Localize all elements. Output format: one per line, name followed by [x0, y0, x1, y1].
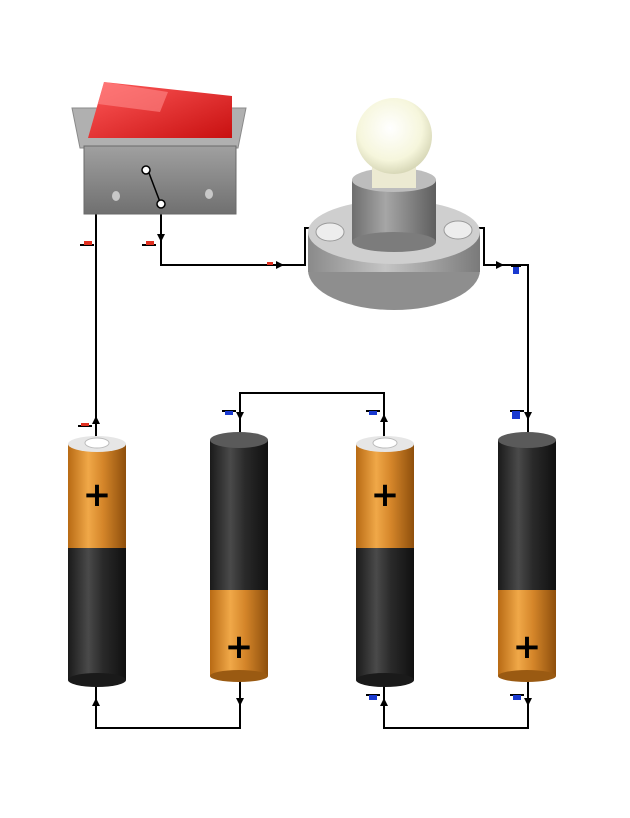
wire-lamp-to-battery4: [474, 227, 529, 440]
battery-4: +: [498, 432, 556, 682]
switch-screw-right: [205, 189, 213, 199]
electron-icon: [142, 241, 156, 246]
battery-bottom-half: [498, 590, 556, 676]
arrow-icon: [496, 261, 504, 269]
plus-sign: +: [513, 627, 542, 667]
arrow-icon: [380, 414, 388, 422]
plus-sign: +: [83, 475, 112, 515]
battery-bottom-half: [210, 590, 268, 676]
switch-rocker-highlight: [98, 82, 168, 112]
battery-2: +: [210, 432, 268, 682]
lamp-terminal-right: [443, 220, 473, 240]
electron-icon: [222, 410, 236, 415]
charge-markers: [78, 241, 524, 700]
battery-terminal-nub: [84, 437, 110, 449]
battery-top-half: [356, 444, 414, 548]
arrow-icon: [524, 412, 532, 420]
electron-icon: [366, 694, 380, 700]
battery-1: +: [68, 436, 126, 687]
arrow-icon: [157, 234, 165, 242]
arrow-icon: [236, 412, 244, 420]
electron-icon: [510, 410, 524, 419]
light-bulb: [308, 98, 480, 310]
bulb-glass: [356, 98, 432, 174]
wire-battery2-to-battery3-top: [239, 392, 385, 440]
arrow-icon: [92, 698, 100, 706]
wire-battery1-to-battery2-bottom: [95, 678, 241, 729]
battery-top-half: [68, 444, 126, 548]
battery-bottom-half: [68, 548, 126, 680]
arrow-icon: [380, 698, 388, 706]
electron-icon: [80, 241, 94, 246]
wire-switch-to-lamp: [160, 204, 314, 266]
battery-terminal-nub: [372, 437, 398, 449]
electron-icon: [78, 423, 92, 427]
arrow-icon: [92, 416, 100, 424]
battery-bottom-cap: [210, 670, 268, 682]
electron-icon: [510, 694, 524, 700]
switch-contact-bottom: [156, 199, 166, 209]
lamp-socket-bottom: [352, 232, 436, 252]
battery-top-half: [210, 440, 268, 590]
battery-bottom-half: [356, 548, 414, 680]
battery-3: +: [356, 436, 414, 687]
plus-sign: +: [371, 475, 400, 515]
battery-bottom-cap: [68, 673, 126, 687]
electron-icon: [511, 265, 521, 274]
arrow-icon: [236, 698, 244, 706]
electron-icon: [264, 262, 276, 266]
lamp-terminal-left: [315, 222, 345, 242]
arrow-icon: [276, 261, 284, 269]
battery-bottom-cap: [498, 670, 556, 682]
current-arrows: [92, 234, 532, 706]
wire-battery3-to-battery4-bottom: [383, 678, 529, 729]
rocker-switch: [71, 82, 247, 215]
battery-top-cap: [210, 432, 268, 448]
arrow-icon: [524, 698, 532, 706]
battery-bottom-cap: [356, 673, 414, 687]
switch-screw-left: [112, 191, 120, 201]
battery-top-half: [498, 440, 556, 590]
battery-top-cap: [498, 432, 556, 448]
switch-lever: [148, 172, 161, 203]
plus-sign: +: [225, 627, 254, 667]
switch-contact-top: [141, 165, 151, 175]
electron-icon: [366, 410, 380, 415]
